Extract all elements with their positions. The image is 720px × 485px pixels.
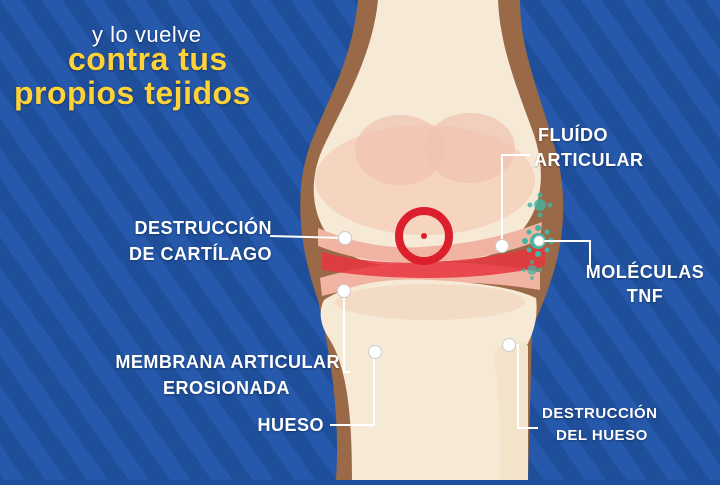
point-bone	[368, 345, 382, 359]
inflammation-band	[322, 244, 545, 278]
inflammation-target-ring	[395, 207, 453, 265]
leader-bone	[330, 352, 375, 426]
point-fluid	[495, 239, 509, 253]
label-cartilage-line-1: DESTRUCCIÓN	[134, 218, 272, 238]
tibia-bone	[320, 279, 537, 480]
femur-highlight	[355, 115, 445, 185]
leader-cartilage	[269, 235, 346, 239]
title-line-2: contra tus	[68, 41, 228, 77]
label-tnf-line-1: MOLÉCULAS	[585, 262, 705, 282]
label-membrane-line-1: MEMBRANA ARTICULAR	[115, 352, 340, 372]
leader-lines	[269, 154, 591, 429]
label-points	[337, 231, 545, 359]
label-cartilage-line-2: DE CARTÍLAGO	[129, 244, 272, 264]
point-cartilage	[338, 231, 352, 245]
leader-membrane	[343, 292, 350, 373]
leader-tnf	[540, 240, 591, 268]
femur-highlight-2	[425, 113, 515, 183]
title-line-3: propios tejidos	[14, 75, 251, 111]
label-fluid-line-1: FLUÍDO	[538, 125, 608, 145]
label-bone-destruction-line-2: DEL HUESO	[556, 427, 648, 444]
label-membrane-line-2: EROSIONADA	[162, 378, 290, 398]
point-tnf	[533, 235, 545, 247]
inflammation-target-dot	[421, 233, 427, 239]
point-membrane	[337, 284, 351, 298]
label-tnf-line-2: TNF	[626, 286, 664, 306]
tnf-molecule-small-2	[522, 260, 542, 280]
tibia-plateau-shade	[335, 284, 525, 320]
label-fluid-line-2: ARTICULAR	[534, 150, 644, 170]
label-bone-destruction-line-1: DESTRUCCIÓN	[542, 405, 658, 422]
tnf-molecule-small	[527, 192, 553, 218]
point-bone-destruction	[502, 338, 516, 352]
fibula-bone	[494, 341, 528, 480]
title-line-1: y lo vuelve	[92, 22, 202, 47]
leader-fluid	[501, 154, 530, 246]
upper-cartilage	[318, 222, 542, 263]
label-bone: HUESO	[257, 415, 324, 435]
